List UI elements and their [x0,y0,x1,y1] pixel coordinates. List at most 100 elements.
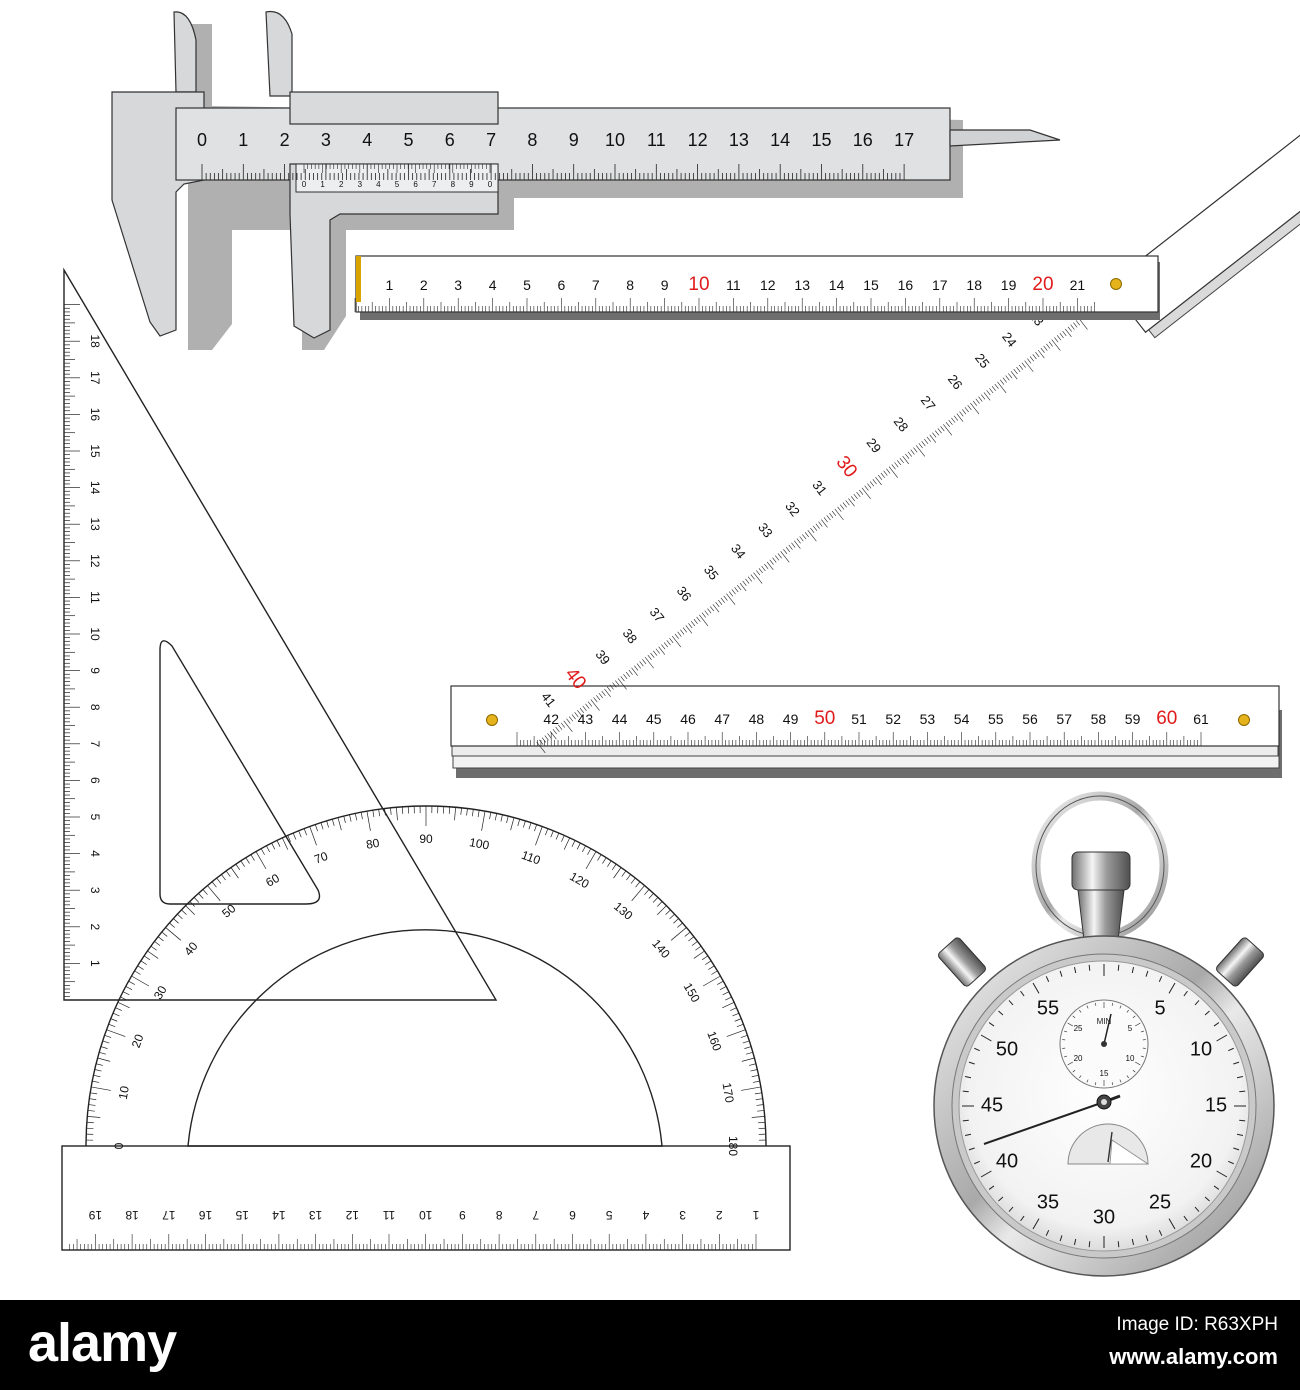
scale-tick [736,1023,744,1027]
scale-tick [780,551,790,563]
scale-tick [978,396,983,402]
scale-tick [1067,326,1072,332]
scale-tick [623,673,628,680]
folding-rule-number: 28 [891,414,912,435]
set-square-number: 1 [88,960,102,967]
scale-tick [1168,1218,1176,1230]
protractor-ruler-number: 3 [679,1208,686,1222]
scale-tick [744,1046,752,1049]
folding-rule-number: 33 [755,520,776,541]
scale-tick [740,1034,748,1038]
stopwatch-dial-number: 25 [1149,1191,1171,1213]
subdial-number: 20 [1074,1054,1083,1063]
brand-logo[interactable]: alamy [28,1313,177,1373]
scale-tick [726,593,736,605]
scale-tick [1046,343,1051,349]
scale-tick [701,955,709,961]
scale-tick [582,705,587,711]
protractor-ruler-number: 7 [532,1208,539,1222]
scale-tick [235,863,241,871]
stopwatch-crown-button[interactable] [1071,851,1131,891]
scale-tick [693,950,705,959]
scale-tick [611,863,617,871]
scale-tick [783,549,788,555]
scale-tick [1239,1090,1246,1093]
caliper-main-number: 8 [527,130,537,150]
scale-tick [699,614,709,627]
scale-tick [720,597,725,603]
subdial-number: 5 [1128,1024,1133,1033]
protractor-angle-number: 90 [419,832,433,846]
scale-tick [725,996,732,1001]
scale-tick [948,419,953,425]
scale-tick [366,811,371,831]
scale-tick [93,1074,101,1078]
scale-tick [198,893,204,899]
scale-tick [1043,345,1048,351]
protractor-angle-number: 130 [611,899,636,923]
scale-tick [1021,362,1026,368]
folding-rule-number: 52 [885,711,901,727]
set-square-number: 8 [88,704,102,711]
scale-tick [1070,324,1075,330]
scale-tick [968,1061,975,1065]
scale-tick [766,561,774,570]
scale-tick [1018,364,1024,370]
scale-tick [804,532,809,538]
scale-tick [157,936,164,942]
caliper-vernier-number: 3 [358,180,363,189]
scale-tick [91,1086,111,1091]
scale-tick [147,950,159,959]
folding-rule-number: 4 [489,277,497,293]
scale-tick [807,529,817,542]
scale-tick [707,608,712,614]
scale-tick [1008,1000,1014,1006]
scale-tick [1086,1079,1089,1083]
protractor-ruler-number: 13 [309,1208,323,1222]
scale-tick [1013,369,1018,375]
scale-tick [1073,966,1077,974]
folding-rule-number: 3 [454,277,462,293]
scale-tick [161,931,168,937]
caliper-vernier-number: 0 [302,180,307,189]
set-square-number: 18 [88,335,102,349]
caliper-main-number: 3 [321,130,331,150]
protractor-angle-number: 40 [181,939,201,958]
scale-tick [598,693,603,699]
scale-tick [1016,366,1021,372]
protractor-angle-number: 60 [263,871,282,890]
scale-tick [752,1080,760,1083]
stopwatch-right-button[interactable] [1215,936,1265,987]
scale-tick [842,502,847,508]
caliper-vernier-number: 4 [376,180,381,189]
scale-tick [970,402,980,415]
stopwatch-left-button[interactable] [937,936,987,987]
scale-tick [701,612,706,618]
scale-tick [989,388,994,394]
scale-tick [122,991,130,996]
scale-tick [137,965,144,970]
site-url[interactable]: www.alamy.com [1109,1344,1278,1369]
scale-tick [1008,373,1013,379]
folding-rule-number: 25 [972,350,993,371]
scale-tick [674,633,679,639]
folding-rule-number: 11 [726,277,741,293]
scale-tick [754,1092,762,1095]
scale-tick [587,701,593,707]
folding-rule-number: 34 [728,541,749,562]
folding-rule-number: 30 [832,452,862,482]
scale-tick [596,695,601,701]
footer-meta: Image ID: R63XPH www.alamy.com [918,1300,1278,1390]
scale-tick [481,811,486,831]
scale-tick [972,400,978,406]
scale-tick [563,720,573,732]
scale-tick [988,1022,995,1027]
scale-tick [1140,1030,1145,1033]
scale-tick [510,817,515,831]
scale-tick [636,663,641,669]
scale-tick [102,1040,110,1044]
scale-tick [769,559,774,565]
scale-tick [1213,1022,1220,1027]
